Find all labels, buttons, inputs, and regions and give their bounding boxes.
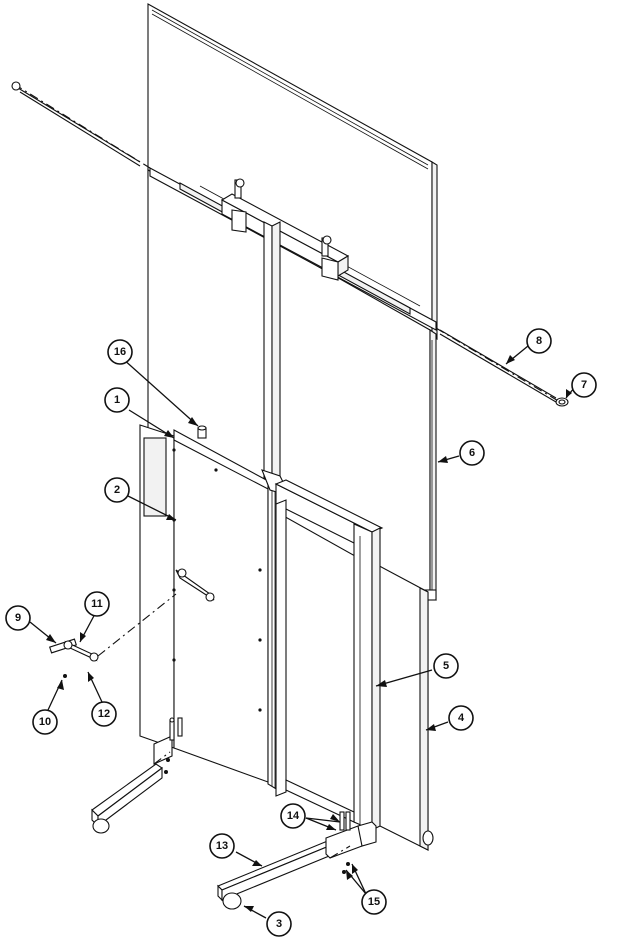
- callout-14: 14: [281, 804, 305, 828]
- callout-9: 9: [6, 606, 30, 630]
- callout-label: 7: [581, 379, 587, 391]
- rod-end-knob: [556, 398, 568, 406]
- callout-7: 7: [572, 373, 596, 397]
- callout-label: 2: [114, 484, 120, 496]
- callout-13: 13: [210, 834, 234, 858]
- callout-label: 5: [443, 660, 449, 672]
- callout-16: 16: [108, 340, 132, 364]
- callout-label: 13: [216, 840, 228, 852]
- callout-label: 11: [91, 598, 103, 610]
- callout-3: 3: [267, 912, 291, 936]
- callout-5: 5: [434, 654, 458, 678]
- callout-10: 10: [33, 710, 57, 734]
- callout-15: 15: [362, 890, 386, 914]
- callout-label: 16: [114, 346, 126, 358]
- rear-right-panel: [372, 562, 433, 850]
- callout-label: 1: [114, 394, 120, 406]
- callout-label: 10: [39, 716, 51, 728]
- callout-8: 8: [527, 329, 551, 353]
- center-post: [264, 222, 280, 482]
- callout-2: 2: [105, 478, 129, 502]
- callout-label: 14: [287, 810, 300, 822]
- callout-12: 12: [92, 702, 116, 726]
- callout-label: 15: [368, 896, 380, 908]
- callout-1: 1: [105, 388, 129, 412]
- callout-label: 8: [536, 335, 542, 347]
- callout-label: 9: [15, 612, 21, 624]
- callout-label: 6: [469, 447, 475, 459]
- callout-4: 4: [449, 706, 473, 730]
- callout-label: 4: [458, 712, 465, 724]
- front-left-panel: [140, 425, 270, 782]
- handle-assembly: [50, 639, 98, 678]
- callout-label: 12: [98, 708, 110, 720]
- callout-label: 3: [276, 918, 282, 930]
- callout-6: 6: [460, 441, 484, 465]
- callout-11: 11: [85, 592, 109, 616]
